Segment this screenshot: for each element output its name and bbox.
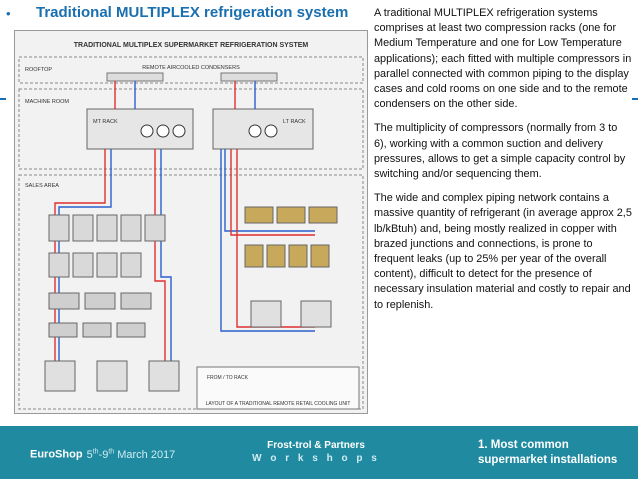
footer-organizer: Frost-trol & Partners W o r k s h o p s xyxy=(240,440,392,464)
compressor-icon xyxy=(264,124,278,138)
footer-topic: 1. Most common supermarket installations xyxy=(478,439,618,466)
compressor-icon xyxy=(156,124,170,138)
diagram-canvas: TRADITIONAL MULTIPLEX SUPERMARKET REFRIG… xyxy=(15,31,367,413)
rooftop-label: ROOFTOP xyxy=(25,67,52,73)
bullet-icon: • xyxy=(6,6,11,21)
cooling-unit-box xyxy=(196,366,360,410)
machine-room-label: MACHINE ROOM xyxy=(25,99,69,105)
lt-display-cases xyxy=(244,206,338,268)
condensers-label: REMOTE AIRCOOLED CONDENSERS xyxy=(142,65,240,71)
refrigeration-diagram: TRADITIONAL MULTIPLEX SUPERMARKET REFRIG… xyxy=(14,30,368,414)
machine-room-zone xyxy=(18,88,364,170)
cold-rooms xyxy=(44,300,332,392)
sales-area-zone xyxy=(18,174,364,410)
workshops-label: W o r k s h o p s xyxy=(252,453,380,464)
compressor-icon xyxy=(172,124,186,138)
sales-area-label: SALES AREA xyxy=(25,183,59,189)
compressor-icon xyxy=(140,124,154,138)
paragraph-1: A traditional MULTIPLEX refrigeration sy… xyxy=(374,7,632,111)
rooftop-zone xyxy=(18,56,364,84)
condenser-unit xyxy=(106,72,164,82)
right-dash-marker xyxy=(632,98,638,100)
slide-title-row: • Traditional MULTIPLEX refrigeration sy… xyxy=(0,0,370,30)
mt-display-cases xyxy=(48,214,166,338)
paragraph-3: The wide and complex piping network cont… xyxy=(374,192,632,311)
from-to-rack-label: FROM / TO RACK xyxy=(207,375,249,381)
description-text: A traditional MULTIPLEX refrigeration sy… xyxy=(374,6,632,322)
left-dash-marker xyxy=(0,98,6,100)
paragraph-2: The multiplicity of compressors (normall… xyxy=(374,122,626,181)
organizer-name: Frost-trol & Partners xyxy=(267,440,365,451)
compressor-icon xyxy=(248,124,262,138)
event-date: 5th-9th March 2017 xyxy=(86,448,176,461)
condenser-unit xyxy=(220,72,278,82)
mt-rack-label: MT RACK xyxy=(93,119,118,125)
event-name: EuroShop xyxy=(30,448,83,461)
diagram-caption: LAYOUT OF A TRADITIONAL REMOTE RETAIL CO… xyxy=(206,401,351,407)
lt-rack xyxy=(212,108,314,150)
diagram-title: TRADITIONAL MULTIPLEX SUPERMARKET REFRIG… xyxy=(74,42,309,49)
slide-title: Traditional MULTIPLEX refrigeration syst… xyxy=(36,4,349,21)
lt-rack-label: LT RACK xyxy=(283,119,306,125)
